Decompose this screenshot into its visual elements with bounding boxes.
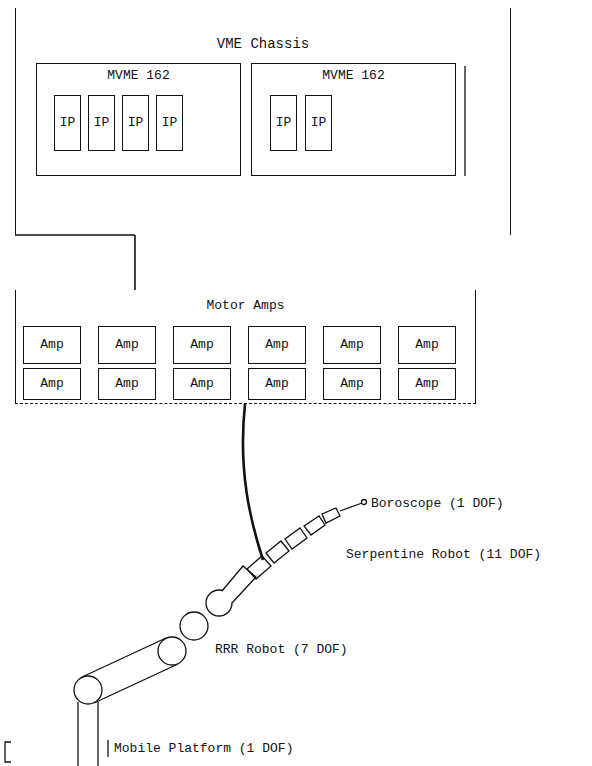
box-label: Amp: [265, 337, 288, 353]
cpu-board: MVME 162IP IP: [251, 63, 456, 176]
ip-module: IP: [156, 95, 183, 151]
box-label: Amp: [415, 376, 438, 392]
amp-box: Amp: [398, 368, 456, 400]
robot-wrist: [222, 566, 256, 603]
box-label: IP: [60, 115, 76, 131]
amp-box: Amp: [173, 326, 231, 364]
box-label: IP: [276, 115, 292, 131]
vme-chassis: VME ChassisMVME 162IP IP IP IP MVME 162IP IP: [15, 8, 511, 235]
box-label: Amp: [340, 337, 363, 353]
ip-module: IP: [122, 95, 149, 151]
boroscope: [340, 503, 362, 511]
amp-box: Amp: [98, 326, 156, 364]
serpentine-link: [266, 541, 289, 563]
chassis-divider: [464, 66, 465, 176]
ip-module: IP: [88, 95, 115, 151]
cpu-board: MVME 162IP IP IP IP: [36, 63, 241, 176]
box-label: Amp: [115, 337, 138, 353]
box-label: Amp: [265, 376, 288, 392]
box-label: IP: [311, 115, 327, 131]
chassis-base-line: [15, 234, 135, 235]
box-label: Amp: [40, 337, 63, 353]
box-heading: Motor Amps: [16, 298, 475, 314]
box-label: Amp: [115, 376, 138, 392]
serpentine-link: [247, 556, 271, 579]
amp-box: Amp: [98, 368, 156, 400]
serpentine-link: [285, 528, 307, 549]
box-label: IP: [94, 115, 110, 131]
box-label: IP: [162, 115, 178, 131]
box-label: IP: [128, 115, 144, 131]
platform-post: [97, 702, 98, 766]
cable-link: [134, 235, 136, 290]
box-label: Amp: [340, 376, 363, 392]
cable: [243, 404, 263, 560]
serpentine-link: [304, 516, 325, 535]
amp-box: Amp: [323, 326, 381, 364]
part-label: Serpentine Robot (11 DOF): [345, 547, 542, 563]
box-heading: MVME 162: [252, 68, 455, 84]
robot-link: [82, 638, 166, 677]
robot-joint: [74, 676, 102, 704]
box-label: Amp: [40, 376, 63, 392]
platform-post: [77, 702, 78, 766]
ip-module: IP: [54, 95, 81, 151]
box-heading: MVME 162: [37, 68, 240, 84]
robot-joint: [180, 612, 208, 640]
ip-module: IP: [305, 95, 332, 151]
ip-module: IP: [270, 95, 297, 151]
box-heading: VME Chassis: [16, 36, 510, 53]
serpentine-link: [322, 508, 340, 523]
part-label: Boroscope (1 DOF): [370, 496, 505, 512]
robot-joint: [158, 637, 186, 665]
amp-box: Amp: [23, 326, 81, 364]
boroscope-tip: [362, 500, 367, 505]
box-label: Amp: [415, 337, 438, 353]
amp-box: Amp: [173, 368, 231, 400]
amp-box: Amp: [398, 326, 456, 364]
bracket: [5, 742, 11, 762]
amp-box: Amp: [248, 326, 306, 364]
part-label: RRR Robot (7 DOF): [214, 642, 349, 658]
box-label: Amp: [190, 337, 213, 353]
amp-box: Amp: [323, 368, 381, 400]
amp-rack: Motor AmpsAmpAmpAmpAmpAmpAmpAmpAmpAmpAmp…: [15, 290, 476, 404]
platform-mark: [107, 740, 108, 757]
robot-link: [94, 664, 178, 703]
part-label: Mobile Platform (1 DOF): [113, 741, 294, 757]
box-label: Amp: [190, 376, 213, 392]
amp-box: Amp: [248, 368, 306, 400]
amp-box: Amp: [23, 368, 81, 400]
